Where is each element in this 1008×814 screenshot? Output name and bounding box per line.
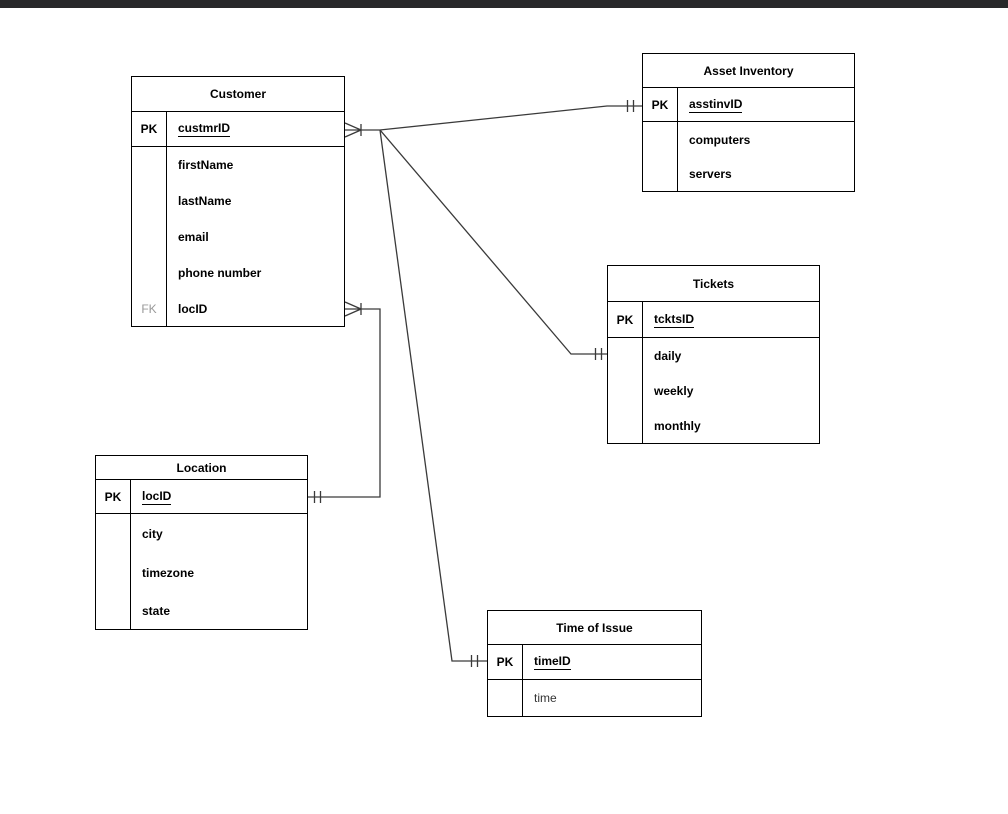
table-row[interactable]: servers (643, 157, 854, 191)
table-row[interactable]: firstName (132, 147, 344, 183)
field-name: custmrID (178, 121, 231, 137)
field-name: state (142, 603, 171, 618)
fk-label: FK (132, 291, 167, 326)
pk-label: PK (132, 112, 167, 146)
field-name: firstName (178, 158, 234, 172)
pk-label: PK (643, 88, 678, 121)
crows-foot-many-locid-icon[interactable] (344, 301, 362, 317)
table-row[interactable]: PK custmrID (132, 112, 344, 147)
table-tickets[interactable]: Tickets PK tcktsID daily weekly monthly (607, 265, 820, 444)
field-name: monthly (654, 418, 701, 433)
table-title: Customer (132, 77, 344, 112)
one-and-only-one-icon (470, 655, 479, 667)
table-row[interactable]: time (488, 680, 701, 716)
table-row[interactable]: FK locID (132, 291, 344, 326)
table-row[interactable]: computers (643, 122, 854, 157)
field-name: tcktsID (654, 311, 695, 328)
field-name: locID (178, 301, 208, 316)
table-row[interactable]: PK tcktsID (608, 302, 819, 338)
table-title: Location (96, 456, 307, 480)
field-name: servers (689, 167, 732, 181)
window-top-bar (0, 0, 1008, 8)
table-asset-inventory[interactable]: Asset Inventory PK asstinvID computers s… (642, 53, 855, 192)
table-row[interactable]: PK timeID (488, 645, 701, 680)
field-name: city (142, 526, 163, 541)
one-and-only-one-icon (594, 348, 603, 360)
field-name: time (534, 691, 557, 705)
field-name: timeID (534, 654, 571, 670)
table-row[interactable]: lastName (132, 183, 344, 219)
relationship-customer-asset-inventory[interactable] (361, 100, 642, 131)
table-title: Time of Issue (488, 611, 701, 645)
field-name: phone number (178, 266, 262, 280)
crows-foot-many-custmrid-icon[interactable] (344, 122, 362, 138)
relationship-customer-time-of-issue[interactable] (379, 129, 487, 667)
table-row[interactable]: phone number (132, 255, 344, 291)
field-name: computers (689, 132, 751, 147)
table-row[interactable]: timezone (96, 553, 307, 592)
table-row[interactable]: monthly (608, 408, 819, 443)
field-name: timezone (142, 565, 195, 580)
field-name: weekly (654, 383, 694, 398)
table-row[interactable]: state (96, 592, 307, 629)
pk-label: PK (488, 645, 523, 679)
table-title: Tickets (608, 266, 819, 302)
field-name: asstinvID (689, 96, 743, 113)
table-customer[interactable]: Customer PK custmrID firstName lastName … (131, 76, 345, 327)
table-row[interactable]: PK locID (96, 480, 307, 514)
field-name: locID (142, 488, 172, 505)
one-and-only-one-icon (626, 100, 635, 112)
table-title: Asset Inventory (643, 54, 854, 88)
relationship-customer-location[interactable] (308, 308, 381, 503)
table-row[interactable]: email (132, 219, 344, 255)
pk-label: PK (96, 480, 131, 513)
relationship-customer-tickets[interactable] (379, 129, 607, 360)
one-and-only-one-icon (313, 491, 322, 503)
table-location[interactable]: Location PK locID city timezone state (95, 455, 308, 630)
table-row[interactable]: daily (608, 338, 819, 373)
field-name: daily (654, 348, 682, 363)
pk-label: PK (608, 302, 643, 337)
table-row[interactable]: PK asstinvID (643, 88, 854, 122)
table-time-of-issue[interactable]: Time of Issue PK timeID time (487, 610, 702, 717)
table-row[interactable]: city (96, 514, 307, 553)
field-name: email (178, 230, 209, 244)
field-name: lastName (178, 194, 232, 208)
table-row[interactable]: weekly (608, 373, 819, 408)
